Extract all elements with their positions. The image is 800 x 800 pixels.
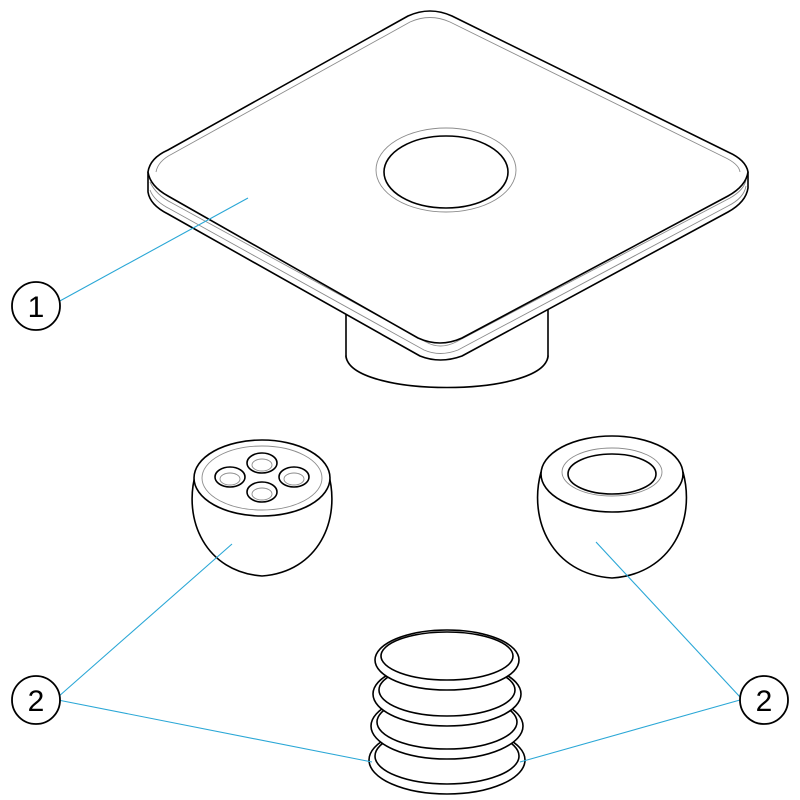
callout-2-right-label: 2 <box>756 685 773 718</box>
ball-hole <box>246 452 278 474</box>
callout-1-label: 1 <box>28 291 45 324</box>
ball-hole <box>246 481 278 503</box>
ball-with-single-opening <box>536 435 688 579</box>
leader-line-2-to-spring-right <box>519 699 741 763</box>
leader-line-2-to-left-ball <box>57 543 233 698</box>
cover-plate-opening <box>375 127 517 213</box>
leader-lines <box>57 197 741 763</box>
ball-hole <box>278 466 310 488</box>
leader-line-1 <box>57 197 249 303</box>
ball-with-four-holes <box>191 439 333 577</box>
spring-coil <box>374 629 520 691</box>
callout-1: 1 <box>11 281 61 331</box>
callout-2-left-label: 2 <box>28 685 45 718</box>
callout-2-left: 2 <box>11 675 61 725</box>
leader-line-2-to-spring <box>57 699 373 763</box>
coil-spring <box>368 629 526 795</box>
ball-hole <box>214 466 246 488</box>
cover-plate-assembly <box>147 10 749 389</box>
callout-2-right: 2 <box>739 675 789 725</box>
leader-line-2-to-right-ball <box>595 541 741 698</box>
